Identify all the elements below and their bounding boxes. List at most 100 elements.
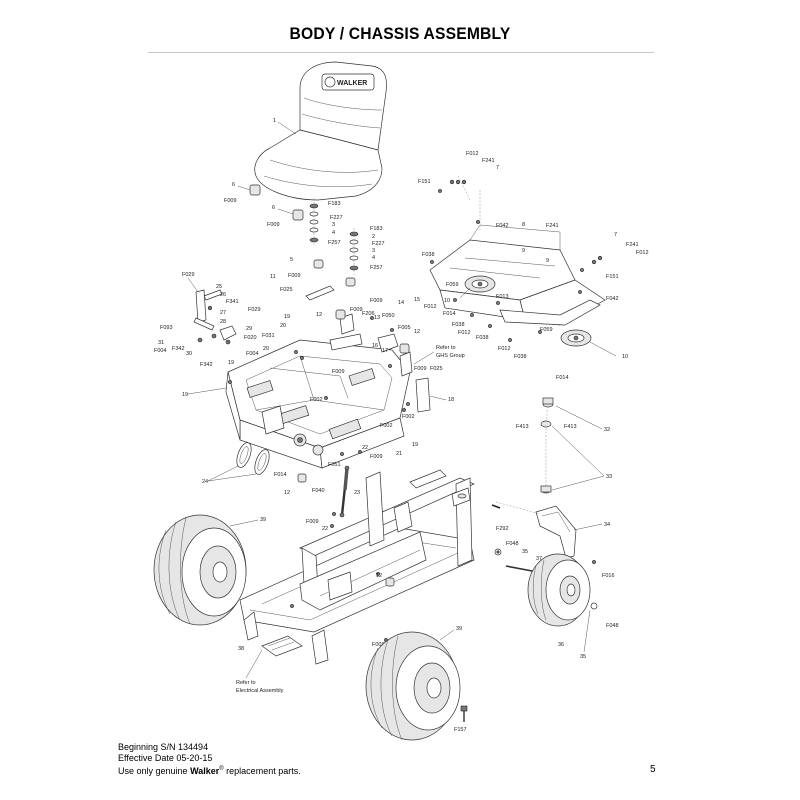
- callout-1: 1: [273, 118, 276, 124]
- bracket-f025: [305, 285, 335, 301]
- callout-10a: 10: [444, 298, 450, 304]
- callout-f292: F292: [496, 526, 509, 532]
- genuine-parts-note: Use only genuine Walker® replacement par…: [118, 764, 301, 777]
- callout-f038a: F038: [422, 252, 435, 258]
- callout-12b: 12: [414, 329, 420, 335]
- callout-f012d: F012: [458, 330, 471, 336]
- callout-12d: 12: [376, 573, 382, 579]
- bumper-6b: [292, 209, 304, 221]
- callout-10b: 10: [622, 354, 628, 360]
- chassis-frame: [239, 469, 475, 665]
- callout-f042a: F042: [496, 223, 509, 229]
- callout-f038c: F038: [476, 335, 489, 341]
- callout-37: 37: [536, 556, 542, 562]
- callout-f012b: F012: [636, 250, 649, 256]
- callout-12c: 12: [284, 490, 290, 496]
- callout-f005: F005: [398, 325, 411, 331]
- walker-logo-plate: [321, 73, 375, 91]
- callout-26: 26: [220, 292, 226, 298]
- hardware-stack-a: [309, 198, 319, 245]
- callout-f038d: F038: [514, 354, 527, 360]
- callout-f031: F031: [262, 333, 275, 339]
- callout-12a: 12: [316, 312, 322, 318]
- callout-4a: 4: [332, 230, 335, 236]
- callout-f014c: F014: [274, 472, 287, 478]
- callout-32: 32: [604, 427, 610, 433]
- callout-9a: 9: [522, 248, 525, 254]
- callout-30: 30: [186, 351, 192, 357]
- callout-9b: 9: [546, 258, 549, 264]
- callout-f241a: F241: [482, 158, 495, 164]
- callout-f048a: F048: [506, 541, 519, 547]
- callout-f009h: F009: [370, 454, 383, 460]
- callout-17: 17: [382, 348, 388, 354]
- callout-f042b: F042: [606, 296, 619, 302]
- callout-8: 8: [522, 222, 525, 228]
- callout-2b: 2: [372, 234, 375, 240]
- refer-ghs-line2: GHS Group: [436, 353, 465, 359]
- callout-f029a: F029: [182, 272, 195, 278]
- callout-20a: 20: [280, 323, 286, 329]
- callout-f038b: F038: [452, 322, 465, 328]
- callout-f093: F093: [160, 325, 173, 331]
- callout-14: 14: [398, 300, 404, 306]
- refer-elec-line1: Refer to: [236, 680, 256, 686]
- gas-spring-23: [339, 465, 350, 518]
- callout-f413a: F413: [516, 424, 529, 430]
- fasteners-upper-right: [430, 179, 603, 342]
- callout-6a: 6: [232, 182, 235, 188]
- callout-31: 31: [158, 340, 164, 346]
- callout-33: 33: [606, 474, 612, 480]
- callout-22: 22: [362, 445, 368, 451]
- callout-f206: F206: [362, 311, 375, 317]
- callout-34: 34: [604, 522, 610, 528]
- callout-f013: F013: [496, 294, 509, 300]
- bumper-6a: [249, 184, 261, 196]
- callout-19b: 19: [284, 314, 290, 320]
- callout-5: 5: [290, 257, 293, 263]
- caster-stack: [540, 397, 554, 494]
- callout-f012e: F012: [498, 346, 511, 352]
- callout-36: 36: [558, 642, 564, 648]
- refer-elec-line2: Electrical Assembly: [236, 688, 284, 694]
- genuine-suffix: replacement parts.: [223, 766, 301, 776]
- registered-mark: ®: [219, 766, 224, 772]
- callout-15: 15: [414, 297, 420, 303]
- callout-f413b: F413: [564, 424, 577, 430]
- callout-f050: F050: [382, 313, 395, 319]
- callout-f048b: F048: [606, 623, 619, 629]
- callout-f016: F016: [602, 573, 615, 579]
- callout-f059a: F059: [446, 282, 459, 288]
- callout-f009j: F009: [372, 642, 385, 648]
- callout-4b: 4: [372, 255, 375, 261]
- callout-f014a: F014: [443, 311, 456, 317]
- page-title: BODY / CHASSIS ASSEMBLY: [289, 24, 511, 43]
- callout-f009a: F009: [224, 198, 237, 204]
- callout-13: 13: [374, 315, 380, 321]
- step-pad-38: [261, 635, 303, 657]
- belts-24: [236, 442, 270, 475]
- callout-f002b: F002: [402, 414, 415, 420]
- callout-f241c: F241: [626, 242, 639, 248]
- callout-20b: 20: [263, 346, 269, 352]
- callout-f009d: F009: [370, 298, 383, 304]
- callout-16: 16: [372, 343, 378, 349]
- callout-f341: F341: [226, 299, 239, 305]
- callout-f157: F157: [454, 727, 467, 733]
- callout-24: 24: [202, 479, 208, 485]
- callout-35a: 35: [522, 549, 528, 555]
- walker-logo-text: WALKER: [337, 80, 367, 87]
- fasteners-body: [228, 316, 410, 456]
- callout-f020: F020: [244, 335, 257, 341]
- callout-f151b: F151: [606, 274, 619, 280]
- callout-f151a: F151: [418, 179, 431, 185]
- callout-f257b: F257: [370, 265, 383, 271]
- rear-tire-left: [153, 514, 247, 626]
- callout-23: 23: [354, 490, 360, 496]
- callout-f009e: F009: [350, 307, 363, 313]
- callout-f227a: F227: [330, 215, 343, 221]
- callout-f012c: F012: [424, 304, 437, 310]
- rear-tire-right: [365, 631, 461, 741]
- callout-25: 25: [216, 284, 222, 290]
